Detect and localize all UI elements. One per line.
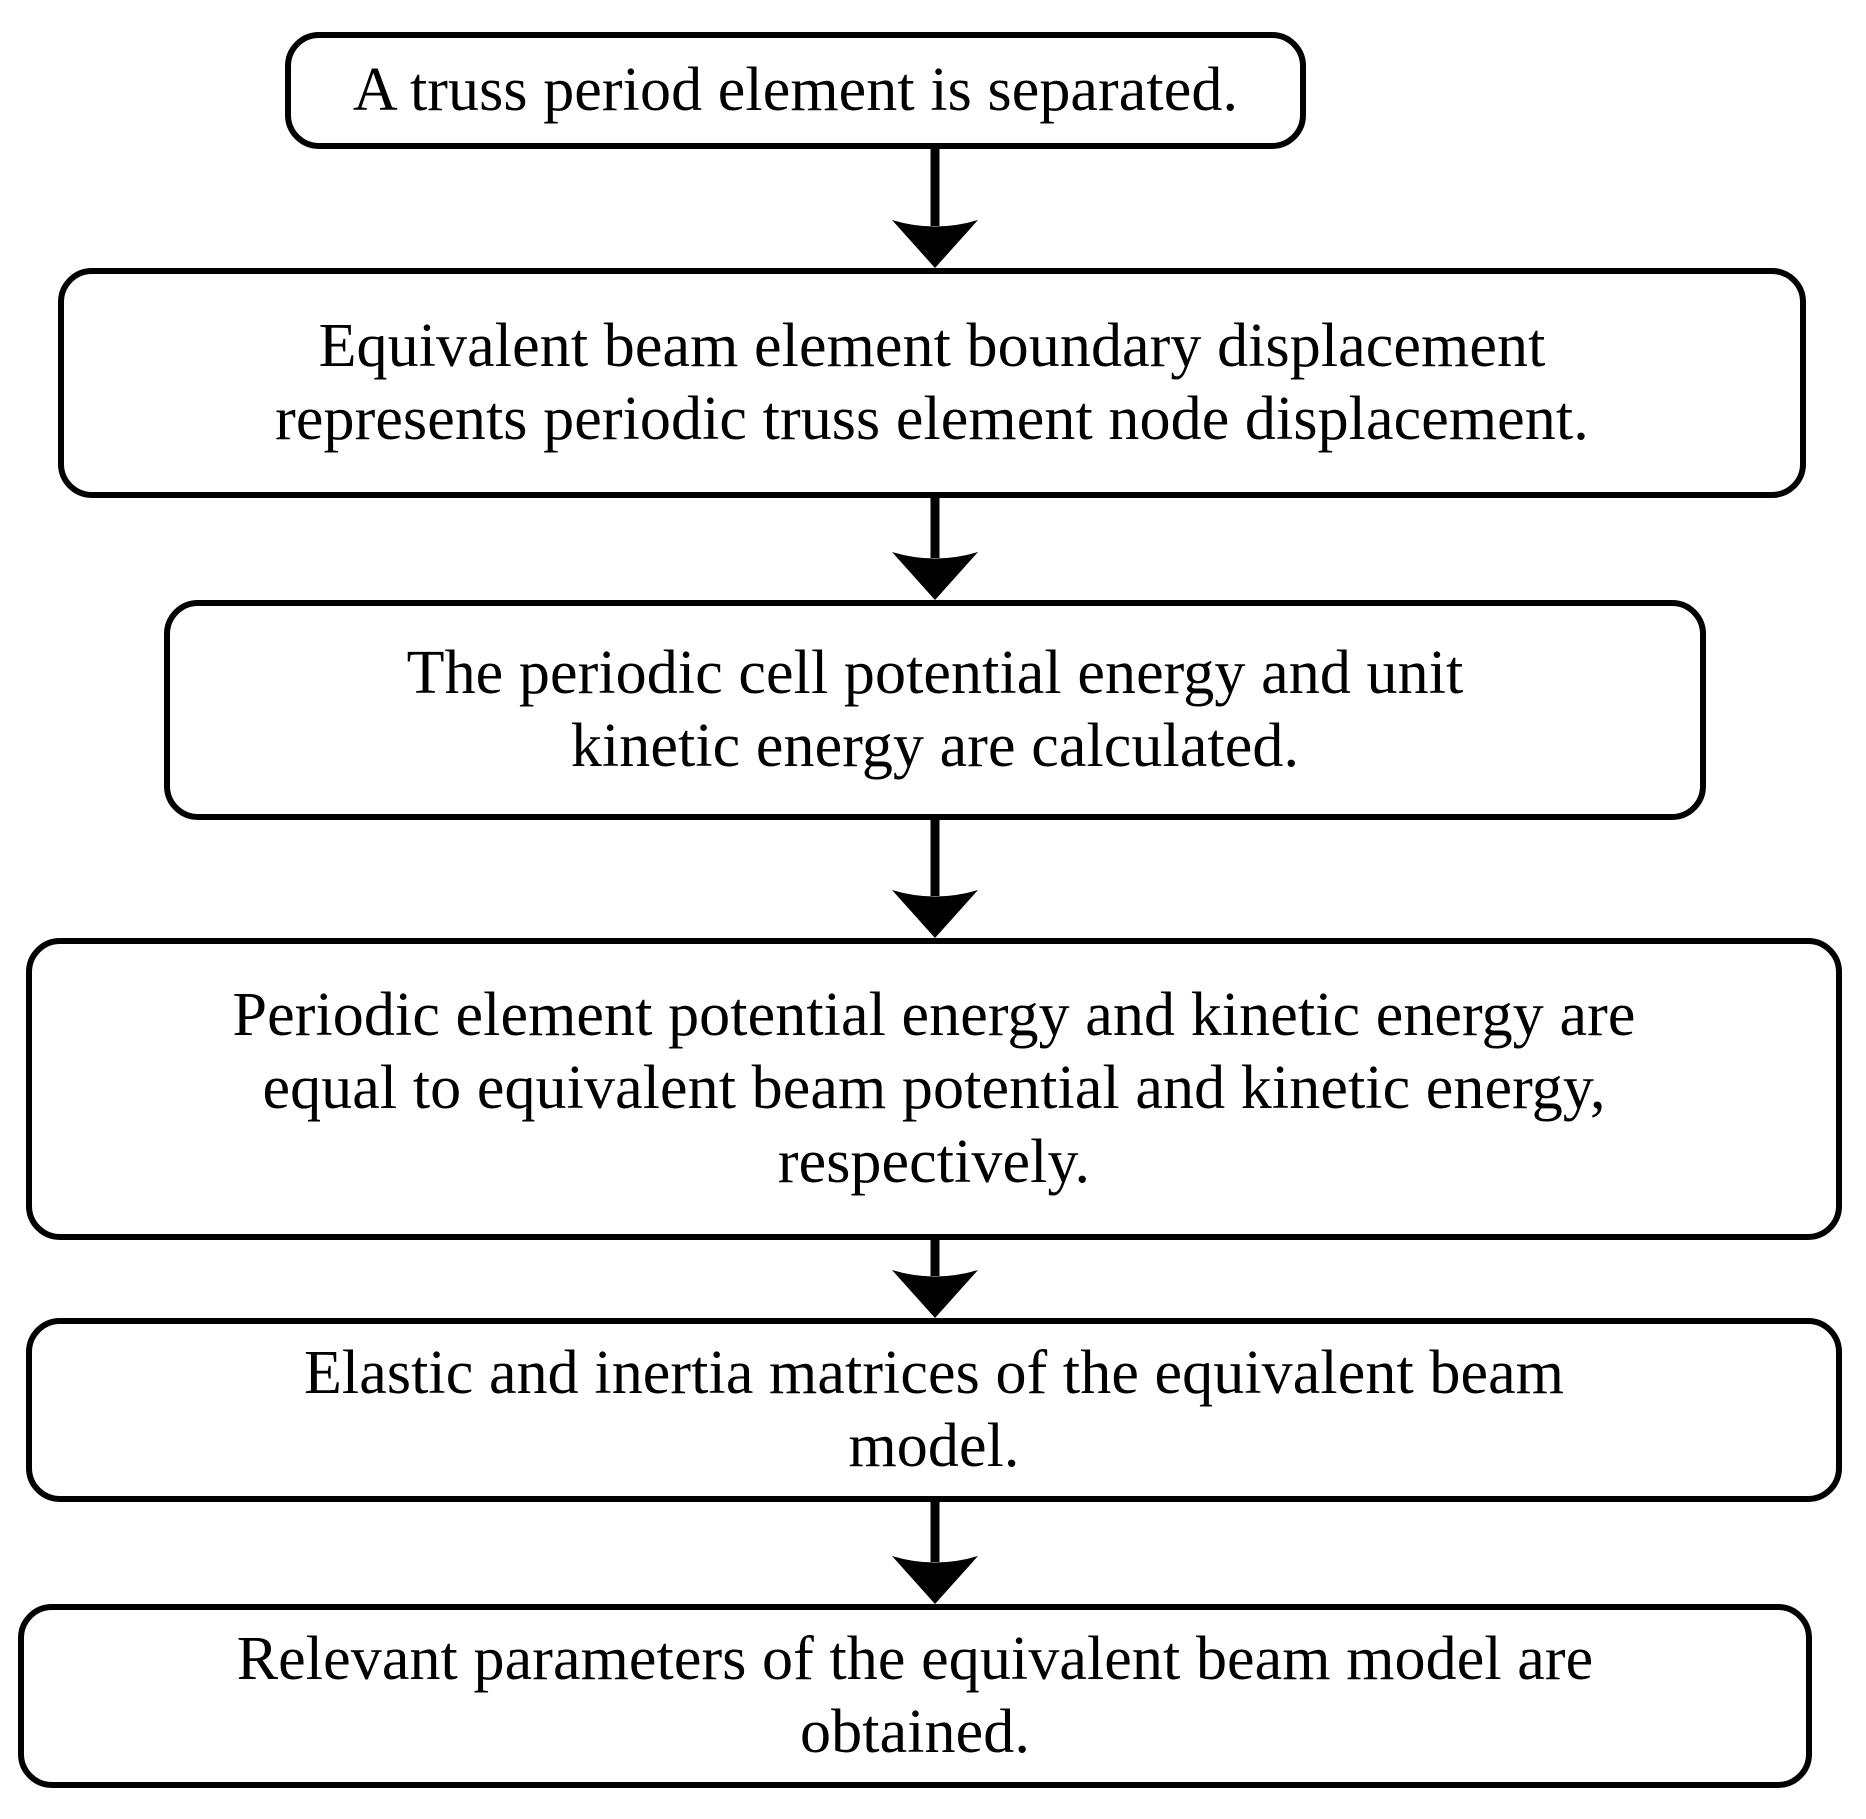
flow-node-label: Periodic element potential energy and ki… — [232, 981, 1636, 1196]
flow-arrow — [892, 1502, 978, 1604]
flow-arrow — [892, 149, 978, 268]
flow-node-4[interactable]: Periodic element potential energy and ki… — [26, 938, 1842, 1240]
flow-node-label: Elastic and inertia matrices of the equi… — [303, 1338, 1565, 1480]
flow-node-label: Relevant parameters of the equivalent be… — [236, 1624, 1594, 1766]
arrow-head — [892, 552, 978, 600]
arrow-shaft — [930, 1240, 940, 1276]
flow-node-label: A truss period element is separated. — [352, 55, 1239, 124]
arrow-shaft — [930, 820, 940, 896]
flow-arrow — [892, 498, 978, 600]
arrow-head — [892, 1556, 978, 1604]
flow-node-2[interactable]: Equivalent beam element boundary displac… — [58, 268, 1806, 498]
arrow-head — [892, 1270, 978, 1318]
flow-node-label: Equivalent beam element boundary displac… — [275, 311, 1589, 453]
arrow-head — [892, 890, 978, 938]
flow-arrow — [892, 820, 978, 938]
flow-node-3[interactable]: The periodic cell potential energy and u… — [164, 600, 1706, 820]
arrow-head — [892, 220, 978, 268]
arrow-shaft — [930, 498, 940, 558]
arrow-shaft — [930, 149, 940, 226]
flow-arrow — [892, 1240, 978, 1318]
flow-node-label: The periodic cell potential energy and u… — [406, 638, 1464, 780]
flow-node-1[interactable]: A truss period element is separated. — [285, 32, 1306, 149]
flow-node-5[interactable]: Elastic and inertia matrices of the equi… — [26, 1318, 1842, 1502]
arrow-shaft — [930, 1502, 940, 1562]
flow-node-6[interactable]: Relevant parameters of the equivalent be… — [18, 1604, 1812, 1788]
